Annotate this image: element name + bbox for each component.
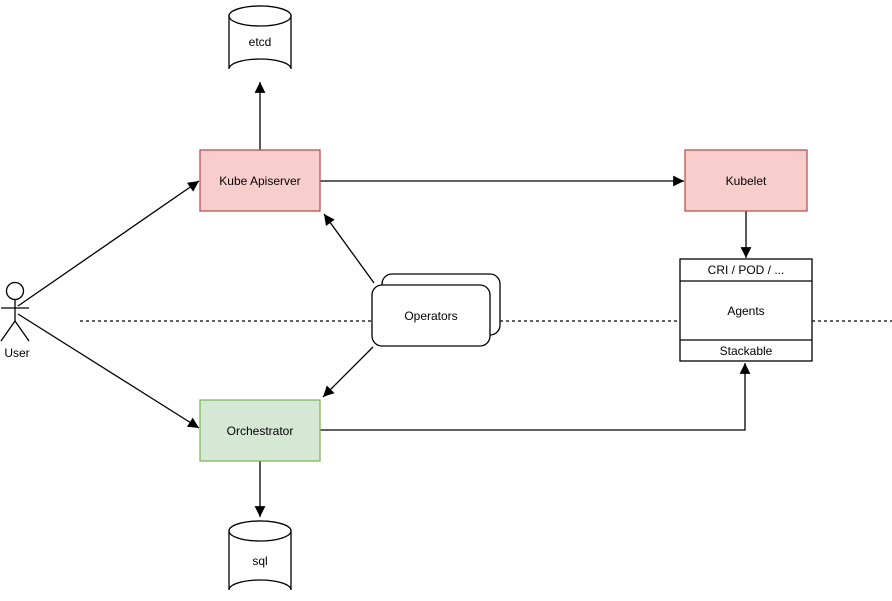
node-operators: Operators (371, 273, 501, 347)
user-label: User (4, 346, 29, 360)
node-user: User (0, 281, 30, 360)
etcd-cylinder-top (228, 5, 292, 27)
sql-cylinder-top (228, 520, 292, 542)
user-actor-left-leg (0, 320, 16, 342)
kube-apiserver-box (199, 149, 321, 212)
agents-footer-label: Stackable (720, 344, 773, 358)
node-agents: CRI / POD / ... Agents Stackable (679, 258, 813, 362)
node-etcd: etcd (228, 5, 292, 70)
node-kube-apiserver: Kube Apiserver (199, 149, 321, 212)
orchestrator-box (199, 399, 321, 462)
user-actor-head (5, 281, 25, 301)
operators-front-card (371, 284, 491, 347)
agents-label: Agents (727, 304, 764, 318)
edge-user-to-apiserver (17, 180, 200, 307)
edges (17, 82, 752, 517)
edge-orchestrator-to-stackable (320, 363, 751, 431)
edge-operators-to-orchestrator (322, 346, 374, 398)
kubelet-box (684, 149, 808, 212)
etcd-label: etcd (249, 35, 272, 49)
orchestrator-label: Orchestrator (227, 424, 294, 438)
node-kubelet: Kubelet (684, 149, 808, 212)
kube-apiserver-label: Kube Apiserver (219, 174, 300, 188)
operators-label: Operators (404, 309, 457, 323)
agents-header-label: CRI / POD / ... (708, 263, 785, 277)
edge-user-to-orchestrator (17, 313, 200, 429)
agents-box (679, 258, 813, 362)
edge-operators-to-apiserver (323, 213, 375, 284)
user-actor-right-leg (14, 320, 30, 342)
node-sql: sql (228, 520, 292, 591)
sql-label: sql (252, 554, 267, 568)
node-orchestrator: Orchestrator (199, 399, 321, 462)
kubelet-label: Kubelet (726, 174, 767, 188)
